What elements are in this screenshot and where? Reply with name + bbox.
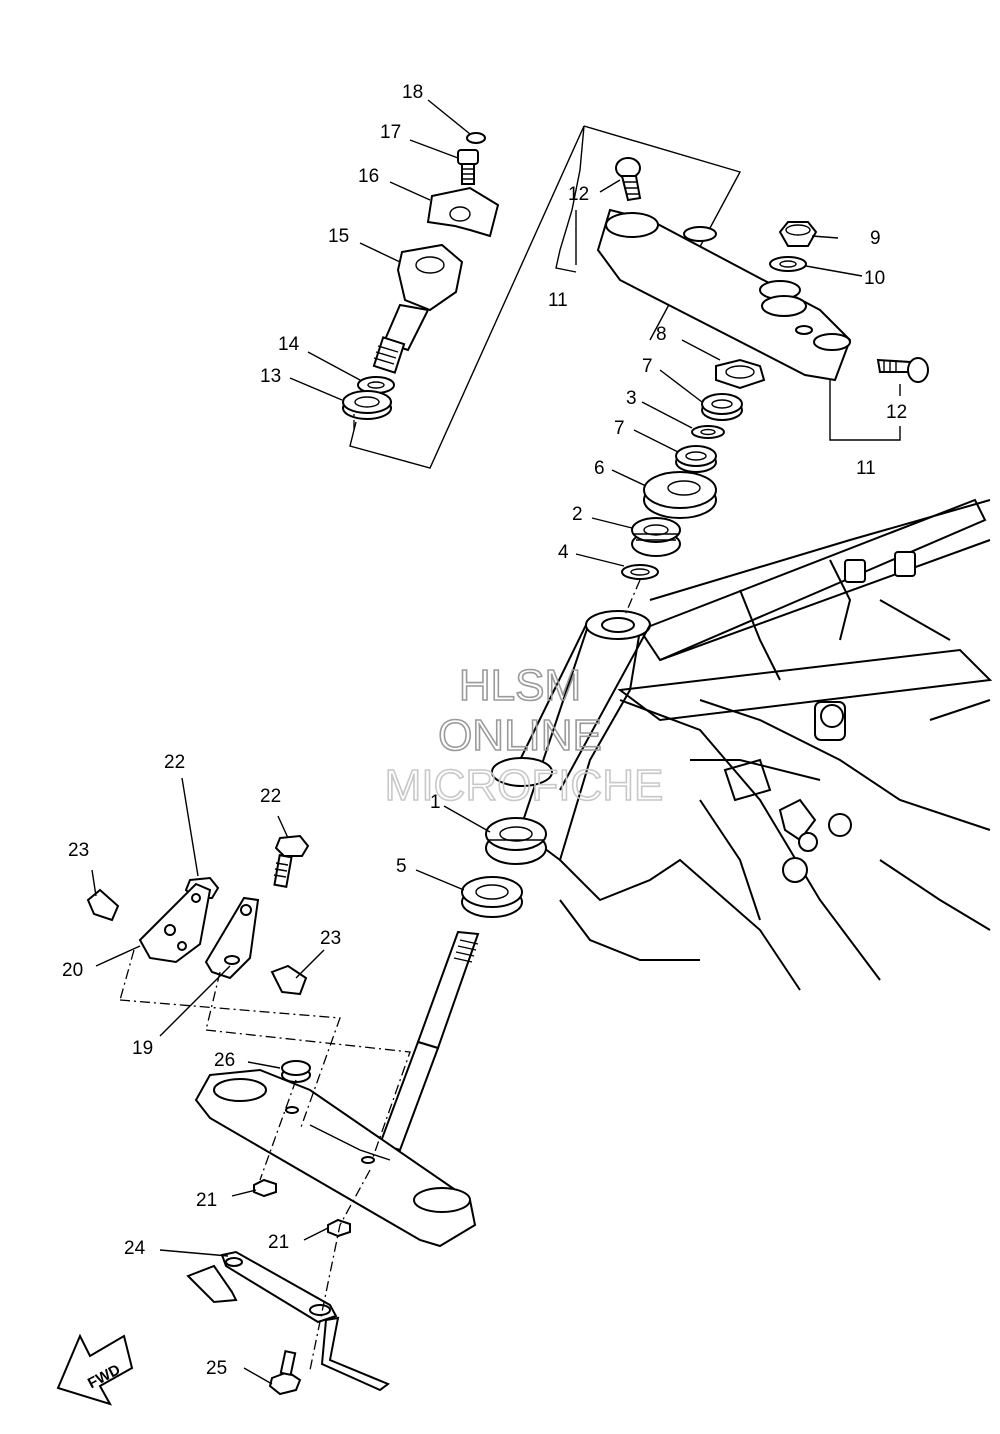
callout-13: 13 bbox=[260, 366, 281, 387]
leader-lines bbox=[91, 99, 901, 1385]
group-bracket-bottom bbox=[119, 949, 411, 1161]
callout-16: 16 bbox=[358, 166, 379, 187]
part-26-plug bbox=[281, 1060, 311, 1083]
callout-17: 17 bbox=[380, 122, 401, 143]
part-1-bearing bbox=[485, 817, 547, 865]
callout-4: 4 bbox=[558, 542, 569, 563]
part-10-washer bbox=[769, 256, 807, 272]
part-2-bearing bbox=[631, 517, 681, 557]
part-9-nut bbox=[778, 221, 818, 247]
axis-line-upper bbox=[624, 579, 641, 616]
callout-11-top: 11 bbox=[548, 290, 568, 311]
callout-23-right: 23 bbox=[320, 928, 341, 949]
callout-2: 2 bbox=[572, 504, 583, 525]
callout-6: 6 bbox=[594, 458, 605, 479]
part-3-washer bbox=[691, 425, 725, 439]
callout-22-right: 22 bbox=[260, 786, 281, 807]
part-16-upper-holder bbox=[426, 186, 500, 238]
part-12-bolt-top bbox=[615, 157, 642, 202]
part-23-clip-left bbox=[86, 888, 120, 922]
watermark-line-3: MICROFICHE bbox=[385, 761, 664, 810]
callout-20: 20 bbox=[62, 960, 83, 981]
part-11-upper-bracket bbox=[596, 208, 852, 382]
part-22-bolt-right bbox=[273, 834, 310, 888]
watermark: HLSM ONLINE MICROFICHE bbox=[384, 660, 664, 811]
callout-5: 5 bbox=[396, 856, 407, 877]
callout-25: 25 bbox=[206, 1358, 227, 1379]
part-20-bracket bbox=[138, 882, 212, 964]
callout-11-right: 11 bbox=[856, 458, 876, 479]
callout-12-right: 12 bbox=[886, 402, 907, 423]
part-18-cap bbox=[466, 132, 486, 144]
part-13-damper bbox=[342, 390, 392, 420]
part-25-bolt bbox=[268, 1350, 302, 1396]
part-8-lock-washer bbox=[715, 358, 766, 390]
callout-12-top: 12 bbox=[568, 184, 589, 205]
callout-8: 8 bbox=[656, 324, 667, 345]
callout-9: 9 bbox=[870, 228, 881, 249]
callout-18: 18 bbox=[402, 82, 423, 103]
under-bracket bbox=[194, 1068, 477, 1248]
forward-arrow: FWD bbox=[56, 1333, 134, 1406]
steering-head-pipe bbox=[491, 610, 651, 791]
axis-line-a bbox=[259, 1079, 297, 1181]
part-14-washer bbox=[357, 376, 395, 394]
axis-line-b bbox=[309, 1169, 371, 1371]
motorcycle-frame bbox=[518, 498, 993, 991]
callout-26: 26 bbox=[214, 1050, 235, 1071]
callout-23-left: 23 bbox=[68, 840, 89, 861]
part-7-ring-nut-upper bbox=[701, 393, 743, 421]
callout-10: 10 bbox=[864, 268, 885, 289]
callout-22-left: 22 bbox=[164, 752, 185, 773]
part-23-clip-right bbox=[270, 964, 308, 996]
callout-14: 14 bbox=[278, 334, 300, 355]
part-15-lower-holder bbox=[372, 243, 464, 374]
part-21-nut-a bbox=[253, 1178, 277, 1198]
part-5-seal bbox=[461, 876, 523, 918]
callout-19: 19 bbox=[132, 1038, 153, 1059]
watermark-line-2: ONLINE bbox=[438, 711, 602, 760]
steering-stem bbox=[378, 930, 480, 1152]
part-6-cover bbox=[643, 471, 717, 519]
part-12-bolt-right bbox=[876, 357, 929, 383]
callout-1: 1 bbox=[430, 792, 441, 813]
callout-7-lower: 7 bbox=[614, 418, 625, 439]
part-24-guide bbox=[186, 1250, 391, 1392]
part-17-bolt bbox=[457, 149, 479, 185]
callout-7-upper: 7 bbox=[642, 356, 653, 377]
callout-21-left: 21 bbox=[196, 1190, 217, 1211]
callout-24: 24 bbox=[124, 1238, 146, 1259]
part-4-seal bbox=[621, 564, 659, 580]
callout-21-right: 21 bbox=[268, 1232, 289, 1253]
part-7-ring-nut-lower bbox=[675, 445, 717, 473]
callout-labels: 18 17 16 15 14 13 12 11 9 10 8 7 3 7 6 2… bbox=[62, 82, 907, 1379]
callout-3: 3 bbox=[626, 388, 637, 409]
watermark-line-1: HLSM bbox=[459, 661, 581, 710]
callout-15: 15 bbox=[328, 226, 349, 247]
part-19-bracket bbox=[204, 896, 260, 980]
